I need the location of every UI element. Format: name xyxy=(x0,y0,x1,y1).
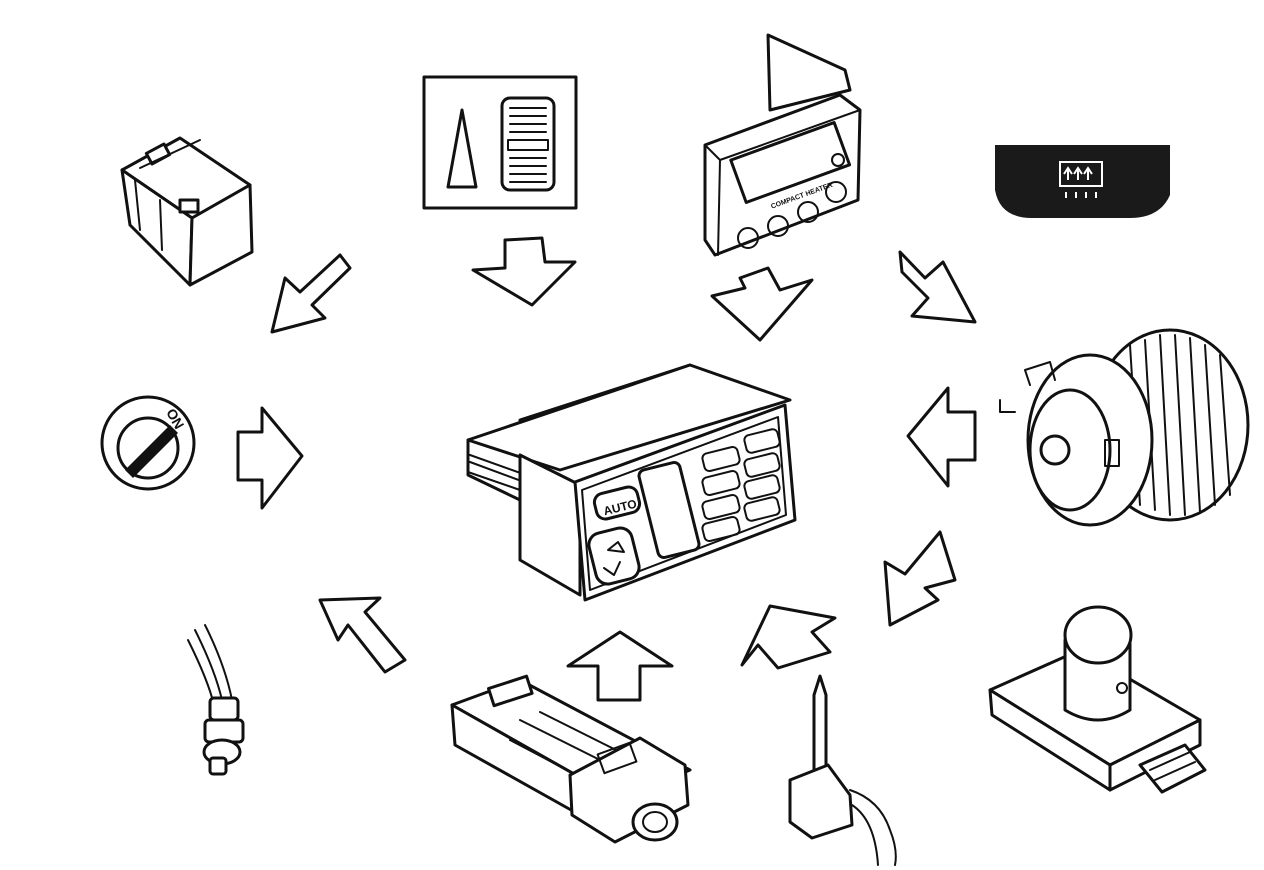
aspirator-sensor-icon xyxy=(450,674,692,844)
arrow-temp-sensor xyxy=(318,596,407,674)
blower-motor-icon xyxy=(999,328,1250,527)
arrow-module xyxy=(883,530,957,627)
arrow-heater xyxy=(710,266,814,342)
rear-defrost-icon xyxy=(995,145,1170,218)
arrow-sun-sensor xyxy=(471,236,577,307)
compact-heater-icon: COMPACT HEATER xyxy=(703,33,862,257)
arrow-battery xyxy=(270,253,352,334)
arrow-rear-defrost xyxy=(898,250,977,324)
temperature-sensor-icon xyxy=(187,624,245,776)
arrow-probe xyxy=(740,604,837,670)
signal-arrows xyxy=(236,236,977,702)
probe-sensor-icon xyxy=(788,674,897,866)
arrow-aspirator xyxy=(566,630,674,702)
battery-icon xyxy=(120,136,254,287)
ignition-switch-icon: ON xyxy=(100,395,196,491)
control-module-icon xyxy=(988,605,1207,794)
arrow-ignition xyxy=(236,406,304,510)
climate-control-unit: AUTO xyxy=(466,363,797,602)
arrow-blower xyxy=(906,386,977,488)
sun-load-sensor-icon xyxy=(422,75,578,210)
